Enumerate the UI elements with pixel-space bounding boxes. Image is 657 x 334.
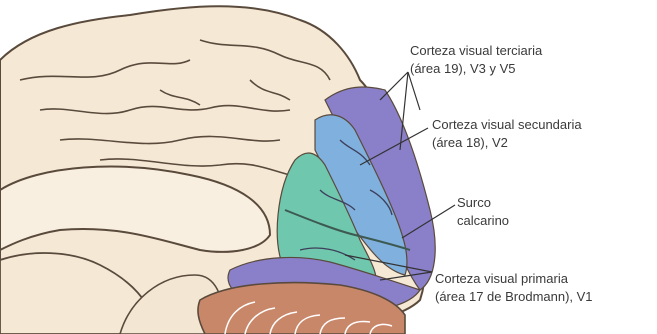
label-primary-line1: Corteza visual primaria [435, 271, 569, 286]
label-sulcus-line1: Surco [457, 195, 491, 210]
label-primary-line2: (área 17 de Brodmann), V1 [435, 289, 593, 304]
label-tertiary-line2: (área 19), V3 y V5 [410, 61, 516, 76]
label-secondary-line2: (área 18), V2 [432, 135, 508, 150]
label-sulcus-line2: calcarino [457, 213, 509, 228]
label-tertiary-line1: Corteza visual terciaria [410, 43, 543, 58]
label-secondary-line1: Corteza visual secundaria [432, 117, 582, 132]
